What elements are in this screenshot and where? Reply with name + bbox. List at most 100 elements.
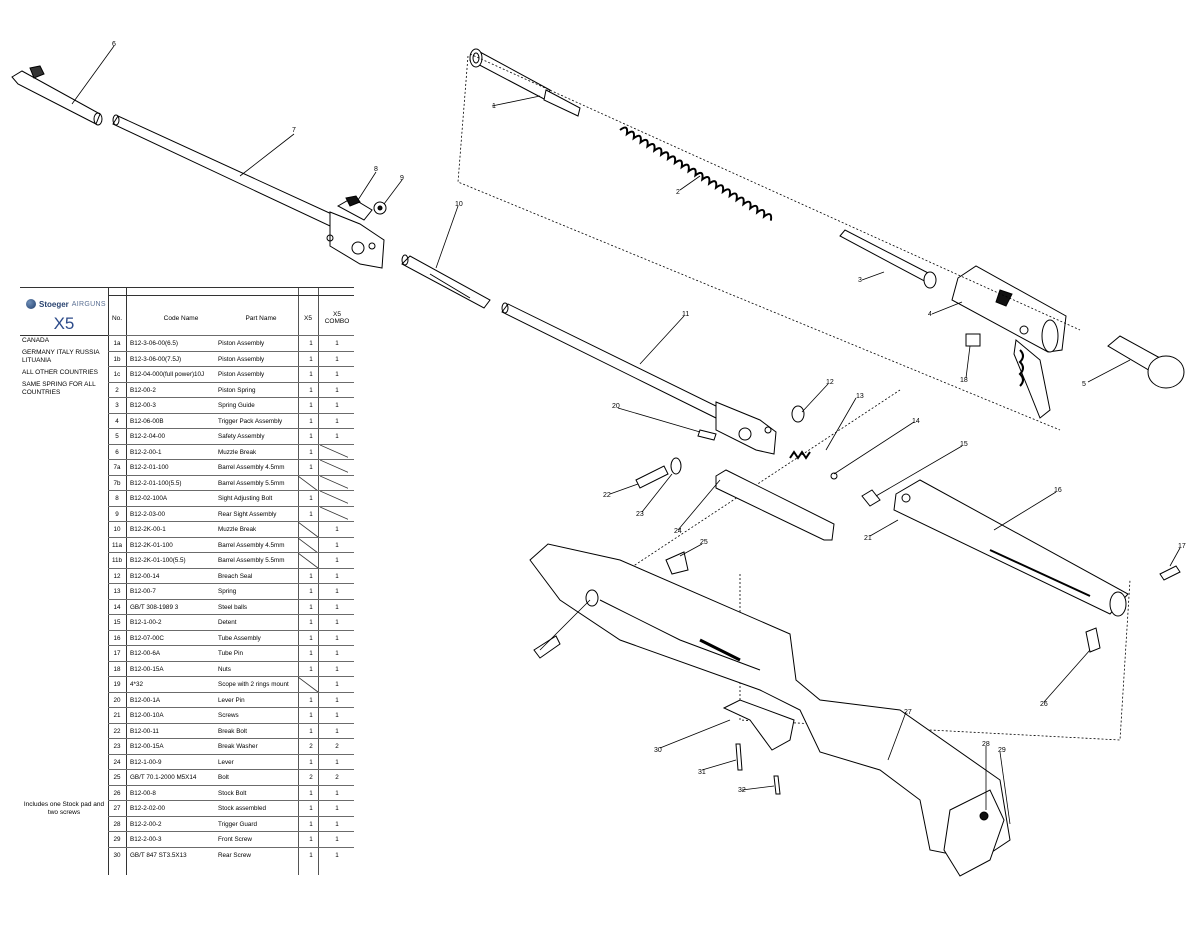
part-name: Piston Spring [218,386,256,394]
code-name: B12-2-03-00 [130,510,166,518]
qty-x5: 1 [309,727,313,735]
table-rule [318,287,319,875]
callout-2: 2 [676,189,680,196]
break-washer [670,457,682,475]
qty-x5-combo: 2 [335,774,339,781]
barrel-lower [501,302,721,419]
brand-sub: AIRGUNS [71,300,106,308]
code-name: B12-2-00-1 [130,448,162,456]
code-name: B12-00-15A [130,665,164,673]
part-number: 15 [113,619,121,626]
part-number: 1c [113,371,121,378]
part-name: Barrel Assembly 4.5mm [218,541,285,549]
code-name: B12-2-04-00 [130,433,166,440]
qty-x5: 1 [309,789,313,797]
part-number: 20 [113,696,121,704]
code-name: B12-07-00C [130,634,164,642]
qty-x5: 1 [309,510,313,518]
part-name: Spring Guide [218,402,255,409]
callout-6: 6 [112,41,116,48]
code-name: B12-00-1A [130,696,161,704]
part-name: Rear Screw [218,851,251,859]
part-name: Sight Adjusting Bolt [218,495,273,502]
callout-16: 16 [1054,487,1062,494]
header-part: Part Name [245,315,277,322]
code-name: B12-2-00-2 [130,820,162,828]
qty-x5-combo: 1 [335,712,339,719]
callout-25: 25 [700,539,708,546]
part-number: 7b [113,479,121,487]
qty-x5: 1 [309,448,313,456]
qty-x5-combo: 1 [335,371,339,378]
qty-x5-combo: 1 [335,433,339,440]
stock-pad [943,789,1005,877]
bolt [665,551,689,575]
qty-x5: 1 [309,619,313,626]
part-number: 9 [115,510,119,518]
trigger-pack-assembly [951,265,1067,419]
part-number: 25 [113,774,121,781]
part-name: Stock Bolt [218,789,247,797]
parts-list-table: Stoeger AIRGUNS X5 CANADA GERMANY ITALY … [20,287,354,875]
not-included-mark [298,475,319,491]
front-screw [735,743,743,771]
part-name: Break Washer [218,743,258,750]
code-name: B12-06-00B [130,417,164,425]
qty-x5-combo: 1 [335,417,339,425]
header-x5: X5 [304,315,312,322]
qty-x5-combo: 1 [335,696,339,704]
qty-x5-combo: 1 [335,572,339,580]
code-name: B12-00-3 [130,402,156,409]
code-name: GB/T 308-1989 3 [130,603,179,611]
qty-x5-combo: 1 [335,681,339,688]
breach-seal [791,405,805,423]
part-name: Tube Assembly [218,634,261,642]
not-included-mark [320,444,348,458]
part-number: 29 [113,836,121,843]
qty-x5-combo: 1 [335,789,339,797]
part-name: Trigger Guard [218,820,257,828]
not-included-mark [320,491,348,504]
tube-pin [1159,565,1181,581]
detent [861,489,881,507]
qty-x5: 1 [309,851,313,859]
brand-logo: Stoeger AIRGUNS [26,299,106,309]
qty-x5: 1 [309,588,313,595]
part-number: 18 [113,665,121,673]
part-number: 21 [113,712,121,719]
qty-x5: 1 [309,464,313,471]
callout-28: 28 [982,741,990,748]
qty-x5: 1 [309,355,313,363]
part-name: Breach Seal [218,572,253,580]
tube-assembly [893,479,1129,617]
code-name: B12-00-6A [130,650,161,657]
code-name: B12-2K-00-1 [130,526,166,533]
qty-x5-combo: 1 [335,634,339,642]
qty-x5: 1 [309,650,313,657]
code-name: B12-00-10A [130,712,164,719]
qty-x5: 2 [309,774,313,781]
part-number: 7a [113,464,121,471]
part-number: 5 [115,433,119,440]
part-number: 28 [113,820,121,828]
part-name: Barrel Assembly 5.5mm [218,479,285,487]
part-name: Detent [218,619,237,626]
qty-x5-combo: 1 [335,805,339,812]
qty-x5-combo: 1 [335,603,339,611]
not-included-mark [320,460,348,473]
brand-name: Stoeger [39,299,69,309]
part-name: Muzzle Break [218,526,257,533]
part-name: Barrel Assembly 5.5mm [218,557,285,564]
